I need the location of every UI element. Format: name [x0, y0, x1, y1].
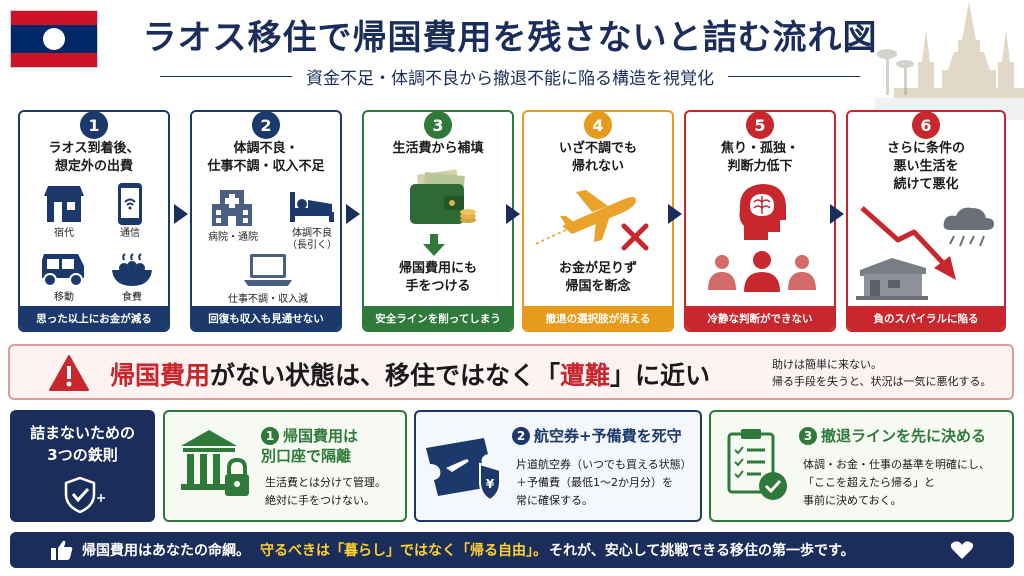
rain-cloud-icon — [943, 207, 994, 247]
temple-illustration — [874, 2, 1024, 120]
step-body: お金が足りず 帰国を断念 — [558, 261, 637, 294]
step-footer: 思った以上にお金が減る — [20, 306, 168, 330]
laptop-icon — [244, 254, 292, 286]
bottom-message-bar: 帰国費用はあなたの命綱。 守るべきは「暮らし」ではなく「帰る自由」。 それが、安… — [10, 532, 1014, 568]
warning-highlight: 帰国費用 — [110, 361, 211, 390]
bottom-text: 帰国費用はあなたの命綱。 — [82, 543, 250, 559]
warning-icon — [49, 355, 89, 391]
flow-arrow-icon — [174, 204, 188, 224]
divider — [728, 75, 860, 77]
rule-number: 1 — [261, 427, 279, 445]
subtitle-row: 資金不足・体調不良から撤退不能に陥る構造を視覚化 — [160, 62, 860, 90]
step-card-1: 1 ラオス到着後、 想定外の出費 宿代 通信 移動 食費 思った以上にお金が減る — [18, 110, 170, 332]
warning-note: 助けは簡単に来ない。 帰る手段を失うと、状況は一気に悪化する。 — [772, 358, 992, 388]
cross-icon — [621, 223, 649, 251]
flow-arrow-icon — [346, 204, 360, 224]
item-label: 移動 — [54, 292, 74, 303]
thumbs-up-icon — [51, 540, 73, 560]
laos-flag — [10, 10, 98, 68]
svg-text:¥: ¥ — [486, 477, 495, 491]
item-label: 仕事不調・収入減 — [228, 294, 308, 305]
bed-icon — [290, 192, 334, 222]
step-number: 2 — [252, 112, 280, 139]
checklist-icon — [727, 429, 787, 500]
shield-check-icon — [64, 476, 105, 514]
flow-arrow-icon — [830, 204, 844, 224]
rule-number: 3 — [799, 427, 817, 445]
warning-highlight: 遭難 — [560, 361, 611, 390]
page-title: ラオス移住で帰国費用を残さないと詰む流れ図 — [142, 18, 878, 58]
step-heading: さらに条件の 悪い生活を 続けて悪化 — [886, 141, 965, 192]
warning-text: がない状態は、移住ではなく「 — [210, 361, 561, 390]
item-label: 宿代 — [54, 228, 74, 239]
item-label: 病院・通院 — [208, 232, 258, 243]
divider — [160, 75, 292, 77]
step-footer: 撤退の選択肢が消える — [524, 306, 672, 330]
bottom-text: それが、安心して挑戦できる移住の第一歩です。 — [549, 543, 855, 559]
bank-lock-icon — [181, 430, 249, 496]
people-icon — [708, 251, 816, 292]
step-card-6: 6 さらに条件の 悪い生活を 続けて悪化 負のスパイラルに陥る — [846, 110, 1006, 332]
step-number: 4 — [584, 112, 612, 139]
step-card-5: 5 焦り・孤独・ 判断力低下 冷静な判断ができない — [684, 110, 836, 332]
airplane-icon — [535, 190, 636, 245]
step-number: 5 — [746, 112, 774, 139]
rule-title-text: 帰国費用は 別口座で隔離 — [261, 427, 359, 465]
step-heading: ラオス到着後、 想定外の出費 — [48, 141, 140, 174]
food-bowl-icon — [112, 253, 152, 286]
brain-head-icon — [739, 184, 786, 240]
lodging-icon — [44, 186, 84, 222]
down-arrow-icon — [423, 234, 445, 256]
step-card-4: 4 いざ不調でも 帰れない お金が足りず 帰国を断念 撤退の選択肢が消える — [522, 110, 674, 332]
step-card-3: 3 生活費から補填 帰国費用にも 手をつける 安全ラインを削ってしまう — [362, 110, 514, 332]
rules-heading-box: 詰まないための 3つの鉄則 — [10, 410, 155, 522]
step-heading: 体調不良・ 仕事不調・収入不足 — [207, 141, 325, 174]
item-label: 通信 — [120, 228, 140, 239]
step-card-2: 2 体調不良・ 仕事不調・収入不足 病院・通院 体調不良 （長引く） 仕事不調・… — [190, 110, 342, 332]
item-label: 体調不良 （長引く） — [287, 228, 337, 251]
rule-title-text: 航空券+予備費を死守 — [534, 427, 682, 445]
step-number: 3 — [424, 112, 452, 139]
step-number: 6 — [912, 112, 940, 139]
warning-message: 帰国費用がない状態は、移住ではなく「遭難」に近い — [110, 356, 710, 392]
rule-title-text: 撤退ラインを先に決める — [821, 427, 987, 445]
step-number: 1 — [80, 112, 108, 139]
wallet-icon — [410, 169, 476, 224]
warning-banner: 帰国費用がない状態は、移住ではなく「遭難」に近い 助けは簡単に来ない。 帰る手段… — [8, 344, 1014, 400]
heart-icon — [950, 541, 974, 559]
downtrend-arrow-icon — [860, 206, 956, 280]
shack-icon — [856, 258, 928, 300]
page-subtitle: 資金不足・体調不良から撤退不能に陥る構造を視覚化 — [306, 68, 714, 89]
step-heading: 生活費から補填 — [392, 141, 484, 156]
step-footer: 冷静な判断ができない — [686, 306, 834, 330]
smartphone-icon — [118, 183, 142, 225]
bottom-highlight: 守るべきは「暮らし」ではなく「帰る自由」。 — [260, 543, 547, 559]
flow-arrow-icon — [668, 204, 682, 224]
flow-arrow-icon — [506, 204, 520, 224]
item-label: 食費 — [122, 292, 142, 303]
ticket-shield-icon: ¥ — [426, 438, 501, 502]
step-heading: 焦り・孤独・ 判断力低下 — [720, 141, 799, 174]
step-footer: 負のスパイラルに陥る — [848, 306, 1004, 330]
hospital-icon — [212, 190, 252, 226]
rule-description: 片道航空券（いつでも買える状態） ＋予備費（最低1〜2か月分）を 常に確保する。 — [516, 458, 692, 507]
step-body: 帰国費用にも 手をつける — [398, 261, 477, 294]
step-heading: いざ不調でも 帰れない — [558, 141, 637, 174]
step-footer: 安全ラインを削ってしまう — [364, 306, 512, 330]
step-footer: 回復も収入も見通せない — [192, 306, 340, 330]
rules-heading: 詰まないための 3つの鉄則 — [29, 424, 135, 464]
warning-text: 」に近い — [610, 361, 711, 390]
tuktuk-icon — [42, 254, 84, 287]
rule-description: 体調・お金・仕事の基準を明確にし、 「ここを超えたら帰る」と 事前に決めておく。 — [803, 458, 990, 507]
rule-number: 2 — [512, 427, 530, 445]
rule-description: 生活費とは分けて管理。 絶対に手をつけない。 — [265, 476, 386, 507]
